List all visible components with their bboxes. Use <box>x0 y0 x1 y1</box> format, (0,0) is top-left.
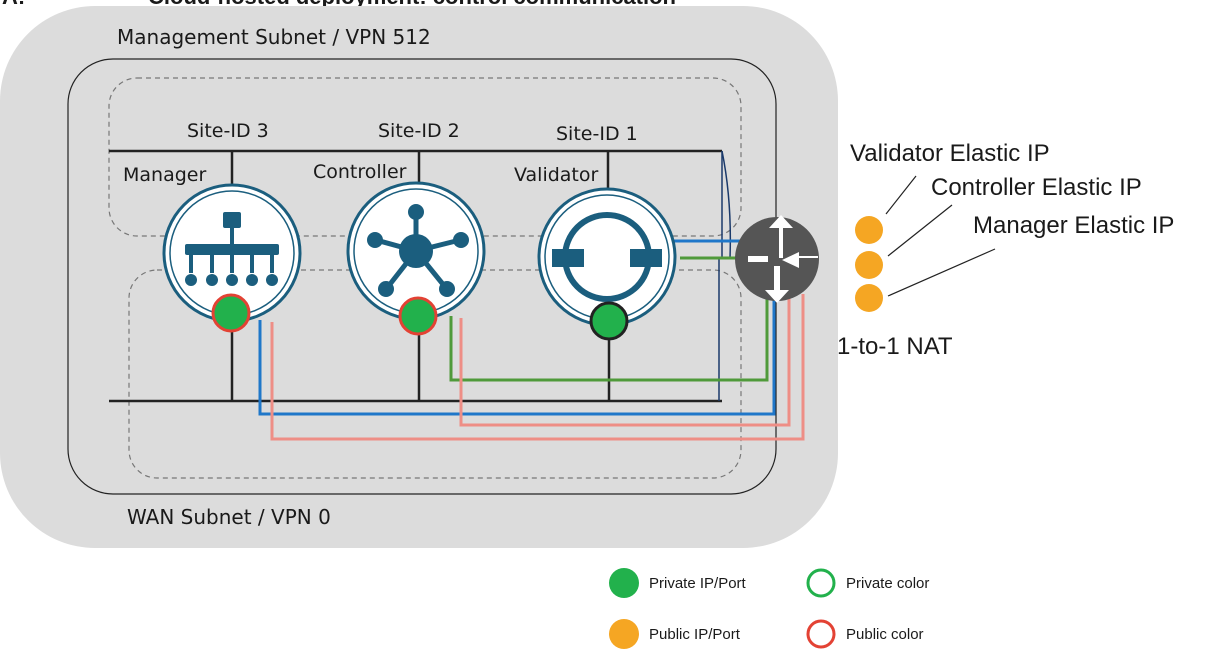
manager-elastic-ip-label: Manager Elastic IP <box>973 212 1174 239</box>
site-label-3: Site-ID 3 <box>187 120 269 142</box>
legend-public-color-swatch <box>806 619 836 649</box>
site-label-1: Site-ID 1 <box>556 123 638 145</box>
manager-hierarchy-icon <box>185 212 279 286</box>
validator-icon <box>552 212 662 302</box>
controller-port <box>398 296 438 336</box>
validator-node <box>537 187 677 341</box>
controller-label: Controller <box>313 161 407 183</box>
controller-elastic-ip-dot <box>855 251 883 279</box>
validator-port <box>589 301 629 341</box>
pink-path-manager <box>270 294 805 441</box>
legend-public-ip-label: Public IP/Port <box>649 626 741 643</box>
wan-region <box>128 269 742 479</box>
diagram-title: Cloud-hosted deployment: control communi… <box>148 0 676 9</box>
legend: Private IP/Port Private color Public IP/… <box>609 568 929 649</box>
validator-elastic-ip-label: Validator Elastic IP <box>850 140 1050 167</box>
wan-subnet-label: WAN Subnet / VPN 0 <box>127 505 331 529</box>
legend-public-ip-swatch <box>609 619 639 649</box>
controller-node <box>346 181 486 336</box>
legend-public-color-label: Public color <box>846 626 924 643</box>
manager-label: Manager <box>123 164 206 186</box>
legend-private-color-swatch <box>806 568 836 598</box>
management-subnet-label: Management Subnet / VPN 512 <box>117 25 431 49</box>
figure-number: A: <box>2 0 25 9</box>
legend-private-color-label: Private color <box>846 575 929 592</box>
controller-hub-icon <box>367 204 469 297</box>
manager-node <box>162 183 302 333</box>
validator-label: Validator <box>514 164 599 186</box>
pink-path-controller <box>459 295 791 427</box>
legend-private-ip-swatch <box>609 568 639 598</box>
manager-elastic-ip-dot <box>855 284 883 312</box>
site-label-2: Site-ID 2 <box>378 120 460 142</box>
nat-label: 1-to-1 NAT <box>837 333 953 360</box>
controller-elastic-ip-label: Controller Elastic IP <box>931 174 1142 201</box>
manager-port <box>211 293 251 333</box>
router-nat-icon <box>735 215 819 303</box>
validator-elastic-ip-dot <box>855 216 883 244</box>
legend-private-ip-label: Private IP/Port <box>649 575 747 592</box>
